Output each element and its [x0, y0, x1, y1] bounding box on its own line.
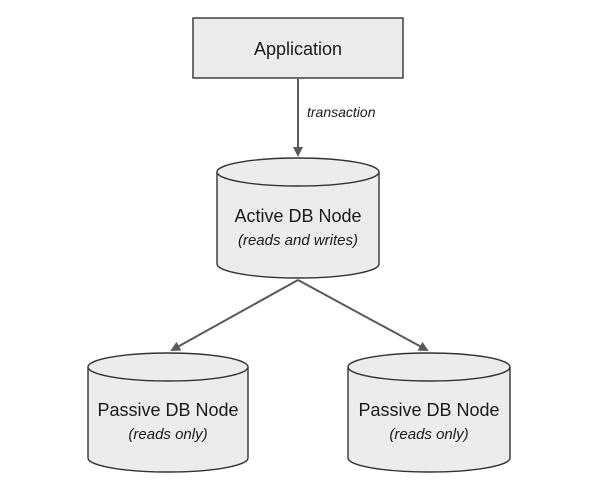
edge-active-to-passive-right-line	[297, 279, 429, 351]
passive-db-right-cylinder-body	[347, 367, 511, 473]
node-application: Application	[192, 17, 404, 79]
passive-db-left-sublabel: (reads only)	[128, 426, 207, 443]
active-db-sublabel: (reads and writes)	[238, 232, 358, 249]
application-box	[192, 17, 404, 79]
active-db-label: Active DB Node	[234, 206, 361, 226]
passive-db-right-label: Passive DB Node	[358, 400, 499, 420]
edge-active-to-passive-left-line	[170, 279, 299, 351]
passive-db-left-label: Passive DB Node	[97, 400, 238, 420]
node-active-db: Active DB Node (reads and writes)	[216, 157, 380, 279]
passive-db-right-cylinder-top	[347, 352, 511, 382]
application-label: Application	[254, 39, 342, 59]
active-db-cylinder-top	[216, 157, 380, 187]
edge-active-to-passive-left	[170, 279, 299, 351]
active-db-cylinder-body	[216, 172, 380, 279]
node-passive-db-left: Passive DB Node (reads only)	[87, 352, 249, 473]
passive-db-left-cylinder-top	[87, 352, 249, 382]
edge-app-to-active: transaction	[293, 79, 376, 157]
edge-transaction-label: transaction	[307, 104, 376, 120]
node-passive-db-right: Passive DB Node (reads only)	[347, 352, 511, 473]
passive-db-left-cylinder-body	[87, 367, 249, 473]
edge-active-to-passive-right	[297, 279, 429, 351]
passive-db-right-sublabel: (reads only)	[389, 426, 468, 443]
